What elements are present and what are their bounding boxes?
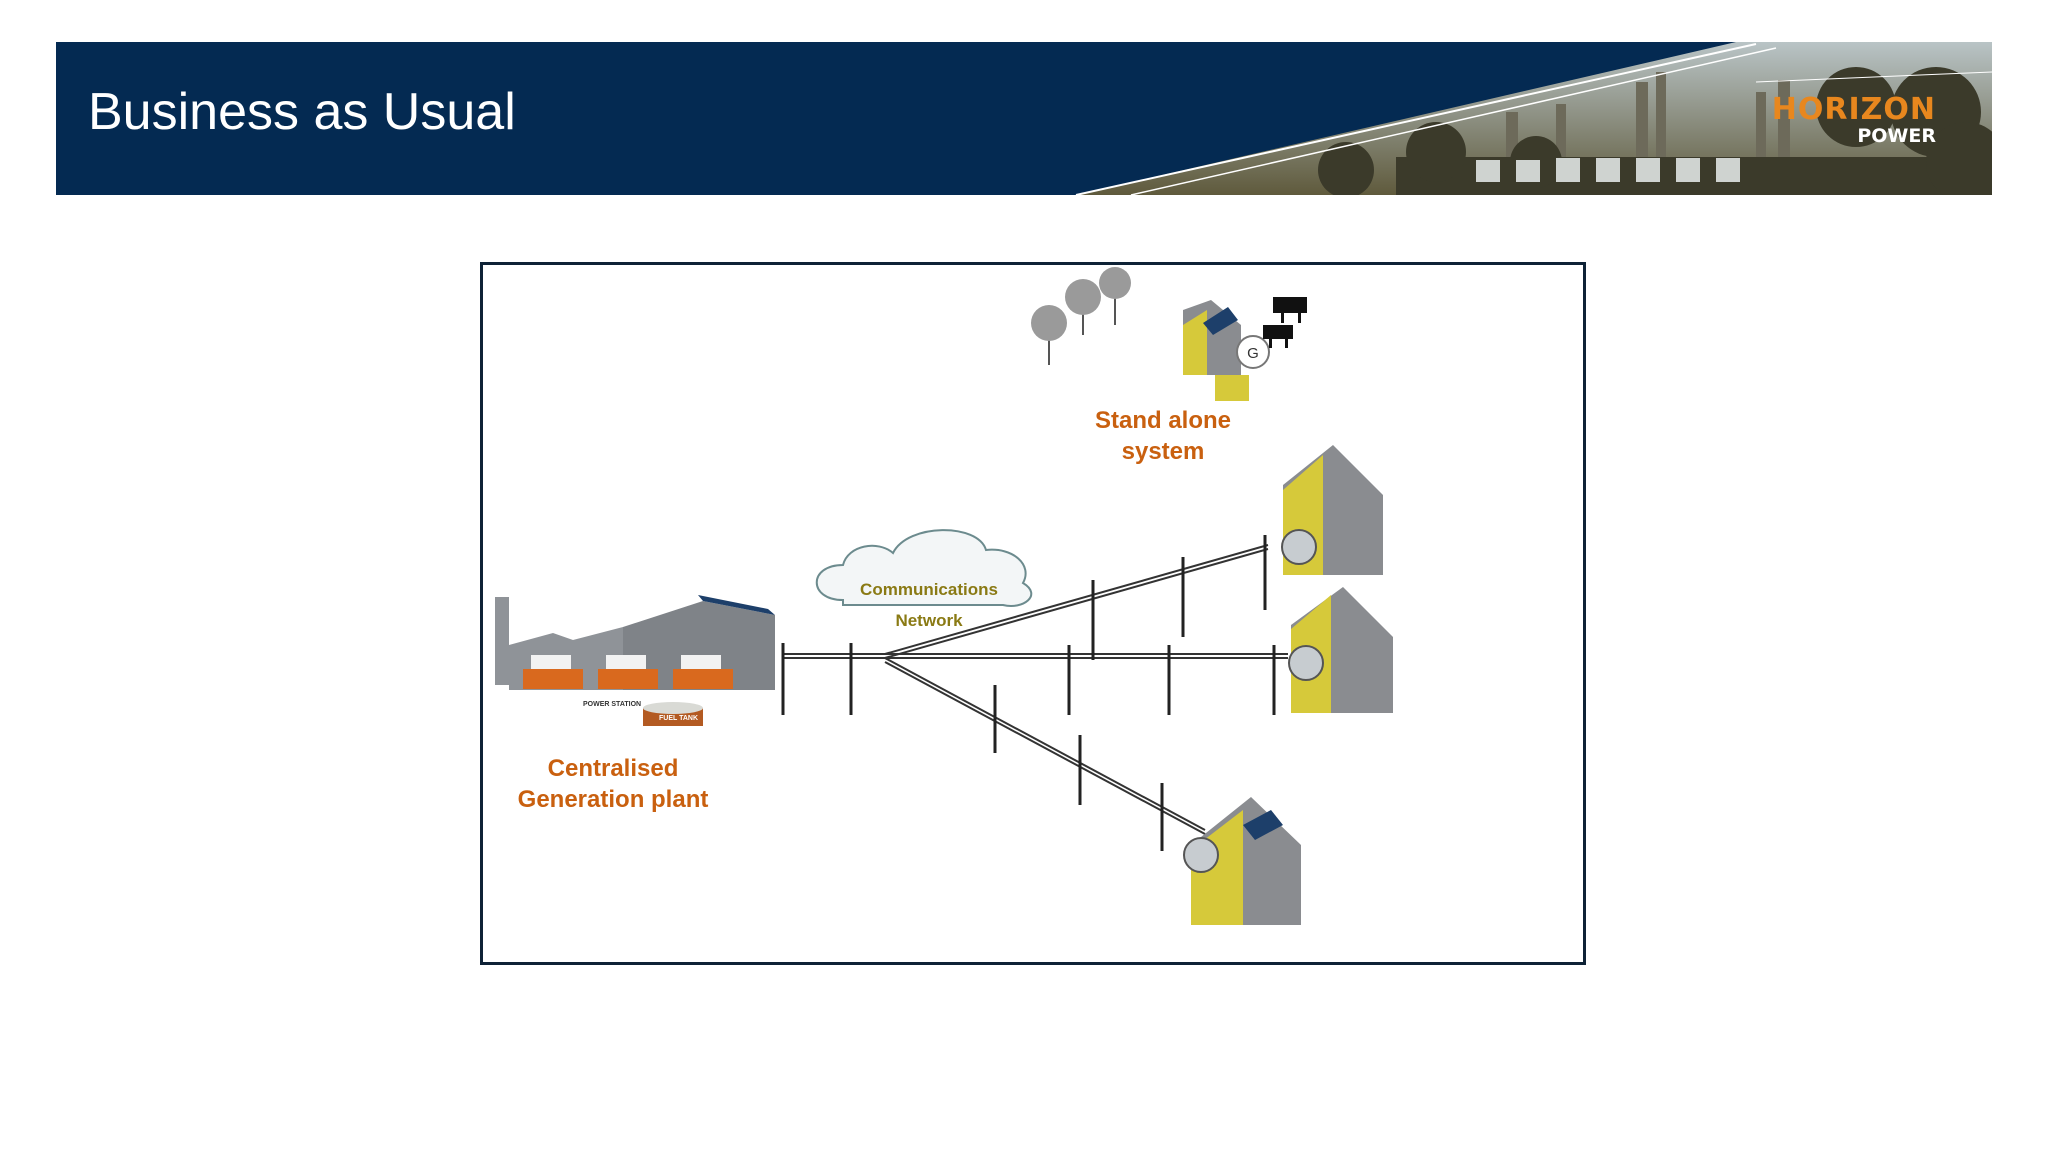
logo-sub-text: POWER	[1857, 125, 1936, 147]
network-diagram: G	[495, 267, 1393, 925]
logo-main-text: HORIZON	[1771, 92, 1936, 127]
generator-letter: G	[1247, 345, 1259, 362]
power-lines	[783, 544, 1288, 835]
utility-poles	[781, 535, 1276, 851]
house-middle	[1288, 587, 1393, 713]
standalone-line-2: system	[1121, 438, 1205, 465]
standalone-system-label: Stand alone system	[1063, 405, 1263, 467]
diagram-frame: G POWER STATION FUEL TANK Stand alone sy…	[480, 262, 1586, 965]
slide-title: Business as Usual	[88, 83, 516, 141]
power-station-illustration	[495, 595, 775, 726]
banner-power-station-photo	[1075, 42, 1992, 195]
central-line-2: Generation plant	[517, 786, 709, 813]
header-banner: Business as Usual HORIZON POWER	[56, 42, 1992, 195]
centralised-generation-label: Centralised Generation plant	[503, 753, 723, 815]
standalone-system-illustration	[1031, 267, 1307, 401]
communications-cloud	[815, 529, 1033, 607]
horizon-power-logo: HORIZON POWER	[1772, 92, 1936, 147]
central-line-1: Centralised	[547, 755, 679, 782]
standalone-line-1: Stand alone	[1094, 407, 1232, 434]
communications-network-label: Communications Network	[860, 580, 998, 630]
fuel-tank-caption: FUEL TANK	[659, 715, 699, 722]
house-bottom	[1183, 797, 1301, 925]
house-top	[1281, 445, 1383, 575]
power-station-caption: POWER STATION	[583, 701, 642, 708]
